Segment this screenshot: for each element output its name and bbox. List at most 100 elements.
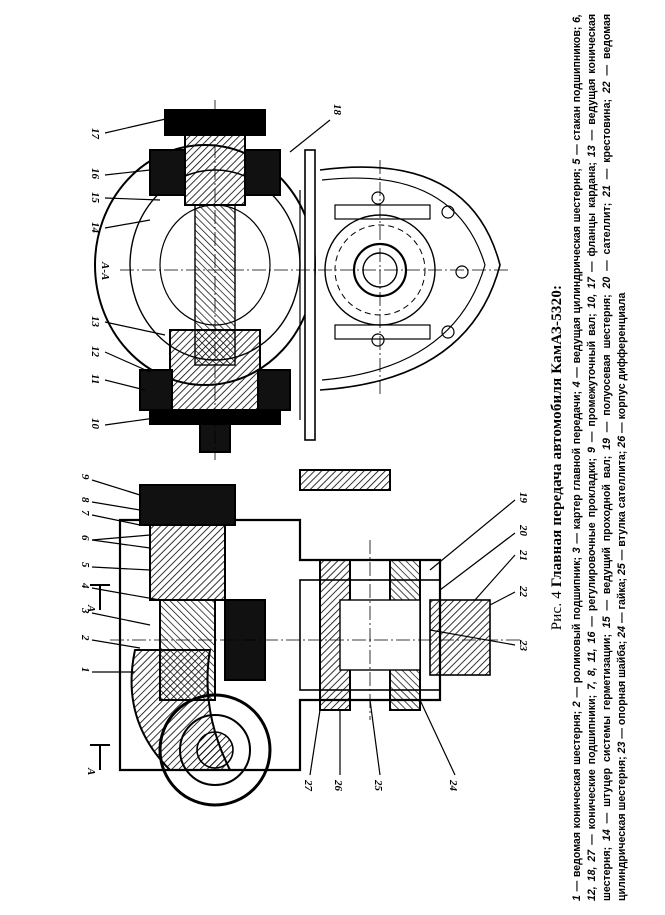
callout-8: 8: [79, 497, 91, 503]
pinion-4: [149, 524, 226, 601]
legend-text: полуосевая шестерня: [601, 297, 613, 416]
legend-text: сателлит: [601, 206, 613, 255]
legend-text: роликовый подшипник: [571, 560, 583, 684]
diff-housing-outer: [319, 166, 501, 391]
mount-flange: [299, 469, 391, 491]
legend-text: конические подшипники: [586, 698, 598, 830]
legend-item: 25 — втулка сателлита;: [616, 447, 628, 575]
legend-text: корпус дифференциала: [616, 292, 628, 420]
legend-text: ведущий проходной вал: [601, 459, 613, 595]
legend-number: 22: [601, 81, 613, 94]
callout-11: 11: [89, 374, 101, 384]
callout-25: 25: [372, 779, 384, 792]
callout-24: 24: [447, 779, 459, 792]
legend-number: 5: [571, 158, 583, 165]
axle-gear-22: [429, 599, 491, 676]
bevel-ring: [158, 693, 272, 807]
legend-number: 9: [586, 447, 598, 453]
bearing-12-right: [257, 369, 291, 411]
legend-text: ведущая цилиндрическая шестерня: [571, 171, 583, 364]
figure-title-text: Главная передача автомобиля КамАЗ-5320:: [549, 284, 565, 588]
legend-item: 15 — ведущий проходной вал;: [601, 449, 613, 629]
legend-number: 21: [601, 185, 613, 197]
callout-1: 1: [79, 667, 91, 673]
bevel-ring-inner: [179, 714, 251, 786]
legend-item: 9 — промежуточный вал;: [586, 308, 598, 453]
callout-16: 16: [89, 168, 101, 180]
callout-22: 22: [517, 585, 529, 598]
callout-5: 5: [79, 562, 91, 568]
legend-item: 7, 8, 11, 16 — регулировочные прокладки;: [586, 452, 598, 690]
legend-item: 21 — крестовина;: [601, 93, 613, 197]
legend-item: 14 — штуцер системы герметизации;: [601, 628, 613, 841]
lower-view-longitudinal: [110, 469, 520, 807]
bolt-lower: [334, 324, 431, 340]
legend-item: 20 — сателлит;: [601, 196, 613, 289]
legend-text: втулка сателлита: [616, 454, 628, 547]
technical-drawing: А А А-А: [79, 100, 529, 807]
legend-number: 2: [571, 701, 583, 708]
upper-view-section-aa: [94, 100, 510, 460]
legend-text: опорная шайба: [616, 644, 628, 726]
legend-number: 13: [586, 145, 598, 158]
callout-13: 13: [89, 316, 101, 328]
legend-number: 24: [616, 625, 628, 638]
callout-26: 26: [332, 779, 344, 792]
legend-item: 26 — корпус дифференциала: [616, 292, 628, 448]
legend-text: стакан подшипников: [571, 30, 583, 141]
callout-19: 19: [517, 492, 529, 504]
section-marker-a-upper: А: [85, 604, 97, 612]
legend-text: промежуточный вал: [586, 316, 598, 427]
legend-item: 2 — роликовый подшипник;: [571, 553, 583, 708]
legend-item: 19 — полуосевая шестерня;: [601, 288, 613, 450]
bearing-top-right: [244, 149, 281, 196]
legend-text: фланцы кардана: [586, 165, 598, 257]
drawing-svg: А А А-А: [79, 100, 529, 807]
bearing-12-left: [139, 369, 173, 411]
legend-item: 3 — картер главной передачи;: [571, 387, 583, 554]
bearing-top-left: [149, 149, 186, 196]
callout-9: 9: [79, 474, 91, 480]
callout-23: 23: [517, 639, 529, 652]
callout-20: 20: [517, 524, 529, 537]
legend-number: 20: [601, 276, 613, 289]
legend-number: 15: [601, 616, 613, 629]
legend-number: 4: [571, 381, 583, 388]
callout-14: 14: [89, 222, 101, 234]
figure-number: Рис. 4: [549, 591, 565, 631]
legend-number: 19: [601, 438, 613, 450]
legend-item: 1 — ведомая коническая шестерня;: [571, 707, 583, 901]
callout-27: 27: [302, 779, 314, 792]
legend-number: 3: [571, 547, 583, 554]
legend-text: ведомая коническая шестерня: [571, 714, 583, 878]
legend-text: штуцер системы герметизации: [601, 637, 613, 807]
legend-item: 24 — гайка;: [616, 574, 628, 638]
legend-number: 1: [571, 895, 583, 901]
legend-text: регулировочные прокладки: [586, 461, 598, 612]
callout-18: 18: [331, 104, 343, 116]
section-marker-a-lower: А: [85, 767, 97, 775]
callout-21: 21: [517, 549, 529, 561]
bevel-hub: [196, 731, 234, 769]
callout-7: 7: [79, 510, 91, 516]
callout-labels: 17 16 15 14 13 12 11 10 18 9 8 7 6 5 4 3…: [79, 104, 529, 792]
legend-number: 10, 17: [586, 276, 598, 309]
leader-lines: [91, 117, 516, 776]
callout-15: 15: [89, 192, 101, 204]
figure-legend: 1 — ведомая коническая шестерня; 2 — рол…: [570, 14, 630, 901]
callout-4: 4: [79, 582, 91, 589]
callout-10: 10: [89, 418, 101, 430]
legend-item: 5 — стакан подшипников;: [571, 22, 583, 165]
callout-17: 17: [89, 128, 101, 140]
callout-2: 2: [79, 634, 91, 641]
legend-item: 23 — опорная шайба;: [616, 637, 628, 754]
bearing-cap-9: [139, 484, 236, 526]
legend-text: гайка: [616, 581, 628, 610]
section-label-aa: А-А: [99, 261, 111, 280]
cover-plate: [304, 149, 316, 441]
spider-21: [339, 599, 421, 671]
legend-number: 23: [616, 741, 628, 754]
bolt-upper: [334, 204, 431, 220]
legend-number: 25: [616, 563, 628, 575]
